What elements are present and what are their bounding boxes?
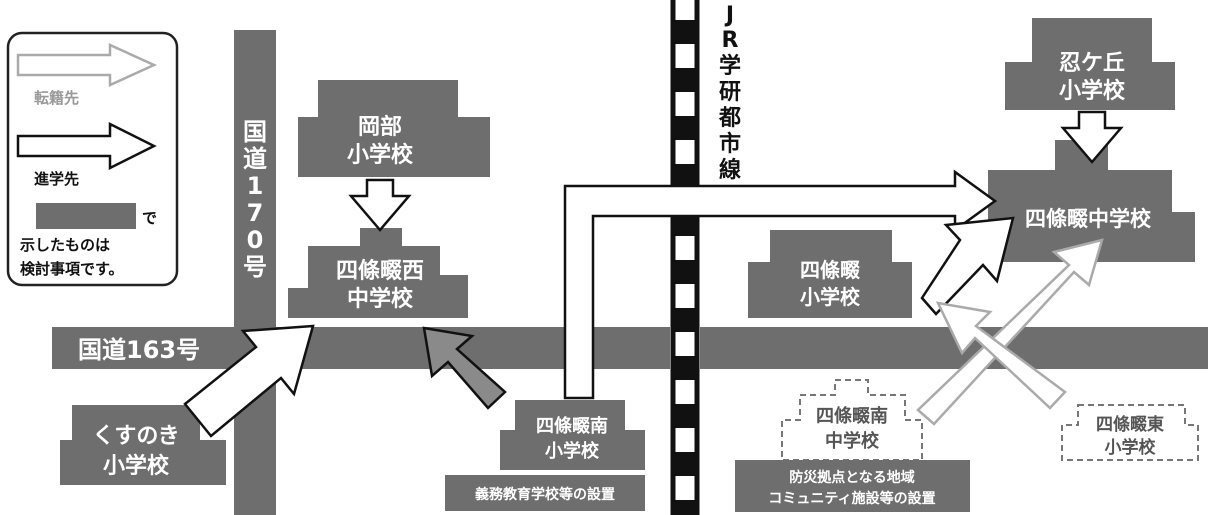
railway-tie <box>675 20 695 44</box>
school-name-line2: 中学校 <box>347 286 414 312</box>
jr-line-label: J R 学 研 都 市 線 <box>718 3 741 183</box>
school-name-line2: 小学校 <box>800 285 861 309</box>
school-name-line1: 四條畷南 <box>816 405 888 427</box>
legend-note-suffix: で <box>142 209 157 227</box>
svg-text:国: 国 <box>243 118 267 146</box>
school-name-line1: 四條畷西 <box>336 259 424 284</box>
school-name-line2: 小学校 <box>1105 437 1157 458</box>
school-building-icon <box>1005 18 1175 110</box>
railway-tie <box>675 68 695 92</box>
svg-text:7: 7 <box>247 199 264 227</box>
railway-tie <box>675 260 695 284</box>
school-name-line2: 小学校 <box>1059 78 1126 104</box>
school-building-icon <box>500 400 645 470</box>
railway-tie <box>675 356 695 380</box>
community-facility-note-box <box>735 460 970 512</box>
railway-tie <box>675 212 695 236</box>
legend-gray-swatch <box>36 203 136 229</box>
route-163-road <box>52 327 1208 369</box>
school-name-line1: 四條畷南 <box>536 415 608 437</box>
route-170-label: 国 道 1 7 0 号 <box>243 118 267 281</box>
legend: 転籍先 進学先 で 示したものは 検討事項です。 <box>6 31 179 287</box>
svg-text:J: J <box>724 3 734 28</box>
transfer-arrow-icon <box>16 43 158 87</box>
route-170-road <box>234 30 276 515</box>
railway-tie <box>675 308 695 332</box>
school-name: 四條畷中学校 <box>1025 207 1152 231</box>
svg-text:1: 1 <box>247 172 264 200</box>
transfer-arrow-icon <box>935 301 1067 410</box>
okabe-elementary-school: 岡部 小学校 <box>298 80 490 177</box>
svg-text:都: 都 <box>718 106 741 131</box>
svg-text:学: 学 <box>719 53 741 79</box>
shijonawate-junior-high: 四條畷中学校 <box>960 140 1195 262</box>
svg-text:0: 0 <box>247 226 264 254</box>
advance-arrow-icon <box>920 216 1015 316</box>
railway-tie <box>675 116 695 140</box>
school-name-line1: 四條畷 <box>800 258 860 282</box>
route-163-label: 国道163号 <box>78 336 200 364</box>
railway-tie <box>675 164 695 188</box>
transfer-arrow-icon <box>916 238 1104 426</box>
railway-tie <box>675 404 695 428</box>
school-name-line1: 忍ケ丘 <box>1059 51 1125 76</box>
svg-text:道: 道 <box>243 145 267 173</box>
shijonawate-elementary-school: 四條畷 小学校 <box>748 230 912 318</box>
kusunoki-elementary-school: くすのき 小学校 <box>60 405 226 485</box>
school-building-icon <box>60 405 226 485</box>
shijonawate-minami-elementary-school: 四條畷南 小学校 <box>500 400 645 470</box>
compulsory-school-note-box <box>445 475 645 511</box>
community-note-line1: 防災拠点となる地域 <box>789 469 915 486</box>
school-name-line2: 小学校 <box>347 142 414 168</box>
shijonawate-higashi-elementary-school: 四條畷東 小学校 <box>1061 404 1199 461</box>
advance-arrow-icon <box>348 178 412 232</box>
school-building-icon <box>288 228 468 318</box>
proposed-advance-arrow-icon <box>422 326 507 410</box>
advance-arrow-icon <box>563 169 998 400</box>
community-note-line2: コミュニティ施設等の設置 <box>768 490 935 507</box>
svg-text:市: 市 <box>719 131 741 157</box>
school-building-outline-icon <box>781 379 923 461</box>
school-name-line2: 小学校 <box>545 440 600 462</box>
school-building-icon <box>298 80 490 177</box>
school-building-icon <box>960 140 1195 262</box>
jr-railway <box>670 0 700 515</box>
legend-note-line1: 示したものは <box>20 236 110 254</box>
school-name-line1: 四條畷東 <box>1096 414 1164 435</box>
shinobugaoka-elementary-school: 忍ケ丘 小学校 <box>1005 18 1175 110</box>
svg-text:線: 線 <box>719 157 741 183</box>
shijonawate-minami-junior-high: 四條畷南 中学校 <box>781 379 923 461</box>
legend-advance-label: 進学先 <box>34 170 79 188</box>
railway-tie <box>675 452 695 476</box>
svg-text:号: 号 <box>243 253 267 281</box>
advance-arrow-icon <box>16 121 157 171</box>
advance-arrow-icon <box>1060 110 1124 164</box>
school-name-line1: 岡部 <box>358 114 402 140</box>
svg-text:R: R <box>722 28 739 53</box>
legend-note-line2: 検討事項です。 <box>20 260 124 278</box>
school-name-line2: 小学校 <box>103 453 170 479</box>
advance-arrow-icon <box>183 324 315 438</box>
school-name-line1: くすのき <box>92 424 179 449</box>
shijonawate-nishi-junior-high: 四條畷西 中学校 <box>288 228 468 318</box>
svg-text:研: 研 <box>719 80 741 105</box>
school-building-outline-icon <box>1061 404 1199 461</box>
school-name-line2: 中学校 <box>825 430 880 452</box>
school-building-icon <box>748 230 912 318</box>
compulsory-school-note: 義務教育学校等の設置 <box>475 486 615 503</box>
legend-transfer-label: 転籍先 <box>34 89 79 107</box>
railway-tie <box>675 500 695 515</box>
